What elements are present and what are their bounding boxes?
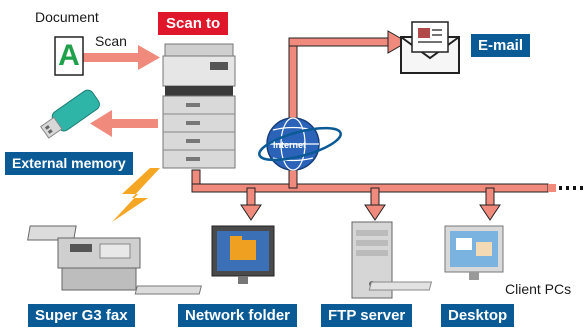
internet-globe-icon — [258, 117, 342, 171]
fax-machine-icon — [27, 225, 141, 291]
document-label: Document — [35, 9, 99, 25]
client-pcs-label: Client PCs — [505, 281, 572, 297]
ftp-server-label: FTP server — [321, 304, 413, 327]
ftp-server-arrowhead — [364, 204, 386, 221]
external-memory-label: External memory — [5, 152, 133, 175]
network-bus — [191, 37, 549, 207]
network-folder-pc-icon — [134, 225, 275, 295]
email-arrowhead — [387, 30, 408, 54]
bus-continuation-dots — [559, 186, 583, 190]
usb-memory-icon — [40, 89, 100, 139]
bus-end — [548, 184, 556, 192]
desktop-arrowhead — [479, 204, 501, 221]
copier-icon — [162, 43, 236, 169]
scan-label: Scan — [95, 33, 127, 49]
document-letter: A — [58, 39, 80, 72]
desktop-pc-icon — [368, 225, 504, 291]
email-envelope-icon — [400, 21, 460, 74]
internet-label: Internet — [273, 140, 307, 150]
document-icon — [54, 36, 84, 76]
network-folder-label: Network folder — [178, 304, 298, 327]
external-memory-arrow — [90, 110, 158, 137]
scan-arrow — [82, 45, 160, 70]
email-label: E-mail — [471, 34, 531, 57]
network-folder-arrowhead — [240, 204, 262, 221]
desktop-label: Desktop — [441, 304, 515, 327]
scan-to-label: Scan to — [158, 12, 229, 35]
fax-lightning-icon — [112, 168, 160, 222]
super-g3-fax-label: Super G3 fax — [28, 304, 135, 327]
